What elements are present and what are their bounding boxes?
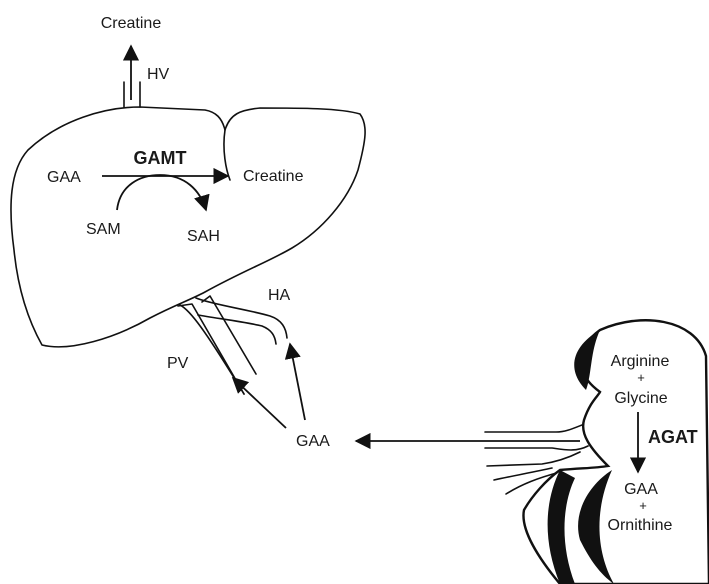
ornithine-label: Ornithine xyxy=(608,517,673,534)
arginine-label: Arginine xyxy=(611,353,670,370)
gaa-to-ha-arrow xyxy=(290,344,305,420)
hv-label: HV xyxy=(147,66,170,83)
sah-label: SAH xyxy=(187,228,220,245)
portal-vein xyxy=(178,296,256,394)
gaa-to-pv-arrow xyxy=(233,378,286,428)
sam-to-sah-arrow xyxy=(117,175,206,210)
sam-label: SAM xyxy=(86,221,121,238)
agat-label: AGAT xyxy=(648,427,698,447)
glycine-label: Glycine xyxy=(614,390,667,407)
liver-creatine-label: Creatine xyxy=(243,168,304,185)
liver-lobe-line xyxy=(224,130,230,180)
exported-creatine-label: Creatine xyxy=(101,15,162,32)
kidney-gaa-label: GAA xyxy=(624,481,658,498)
substrate-plus-label: + xyxy=(637,370,645,385)
ha-label: HA xyxy=(268,287,291,304)
pv-label: PV xyxy=(167,355,189,372)
hepatic-artery xyxy=(196,298,287,344)
gamt-label: GAMT xyxy=(134,148,187,168)
circulating-gaa-label: GAA xyxy=(296,433,330,450)
liver-gaa-label: GAA xyxy=(47,169,81,186)
hepatic-vein xyxy=(124,82,140,107)
product-plus-label: + xyxy=(639,498,647,513)
